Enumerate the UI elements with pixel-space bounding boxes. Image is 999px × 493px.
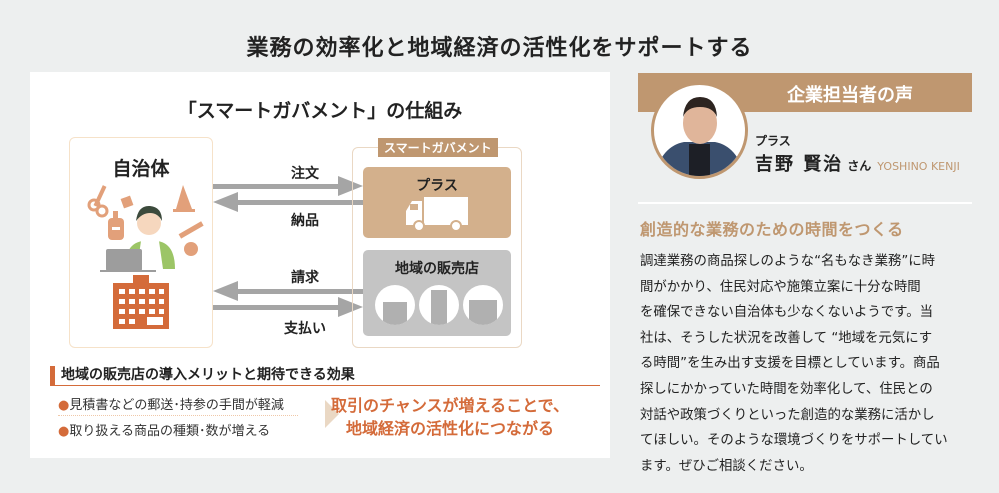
local-store-label: 地域の販売店 bbox=[395, 261, 479, 277]
body-line: 調達業務の商品探しのような“名もなき業務”に時 bbox=[640, 254, 936, 269]
merit-text: 見積書などの郵送･持参の手間が軽減 bbox=[69, 398, 284, 413]
merits-heading: 地域の販売店の導入メリットと期待できる効果 bbox=[50, 366, 600, 386]
body-line: 探しにかかっていた時間を効率化して、住民との bbox=[640, 381, 933, 397]
body-line: 社は、そうした状況を改善して “地域を元気にす bbox=[640, 330, 933, 346]
voice-header-title: 企業担当者の声 bbox=[787, 85, 913, 106]
dotted-divider bbox=[58, 415, 298, 416]
government-label: 自治体 bbox=[112, 158, 170, 180]
invoice-arrow-left bbox=[213, 281, 363, 301]
body-line: 間がかかり、住民対応や施策立案に十分な時間 bbox=[640, 279, 921, 295]
office-worker-illustration-icon bbox=[87, 185, 204, 272]
smart-government-diagram-panel: 「スマートガバメント」の仕組み 自治体 注文 納品 請求 支払い スマートガバメ… bbox=[30, 72, 610, 458]
result-statement: 取引のチャンスが増えることで、 地域経済の活性化につながる bbox=[330, 394, 570, 440]
store-buildings-icon bbox=[375, 285, 503, 325]
merit-bullet-item: ●見積書などの郵送･持参の手間が軽減 bbox=[58, 394, 284, 413]
avatar bbox=[651, 82, 748, 179]
government-box: 自治体 bbox=[69, 137, 213, 348]
person-photo-icon bbox=[654, 97, 745, 176]
payment-label: 支払い bbox=[284, 321, 326, 337]
delivery-label: 納品 bbox=[291, 213, 319, 229]
company-name: プラス bbox=[755, 134, 791, 148]
body-line: を確保できない自治体も少なくないようです。当 bbox=[640, 305, 933, 321]
plus-label: プラス bbox=[416, 178, 458, 194]
section-divider bbox=[638, 202, 972, 204]
order-label: 注文 bbox=[291, 166, 319, 182]
payment-arrow-right bbox=[213, 297, 363, 317]
result-line: 取引のチャンスが増えることで、 bbox=[331, 396, 569, 415]
page-title: 業務の効率化と地域経済の活性化をサポートする bbox=[246, 36, 753, 61]
invoice-label: 請求 bbox=[291, 270, 319, 286]
person-name-romaji: YOSHINO KENJI bbox=[877, 160, 960, 173]
delivery-arrow-left bbox=[213, 192, 363, 212]
local-store-box: 地域の販売店 bbox=[363, 250, 511, 336]
honorific: さん bbox=[847, 159, 872, 173]
smart-government-box: スマートガバメント プラス 地域の販売店 bbox=[352, 138, 522, 348]
smart-government-tab-label: スマートガバメント bbox=[378, 138, 498, 157]
body-line: てほしい。そのような環境づくりをサポートしてい bbox=[640, 433, 948, 449]
body-line: ます。ぜひご相談ください。 bbox=[640, 458, 813, 474]
plus-company-box: プラス bbox=[363, 167, 511, 238]
delivery-truck-icon bbox=[406, 197, 468, 231]
person-name-kanji: 吉野 賢治 bbox=[755, 154, 844, 175]
diagram-subtitle: 「スマートガバメント」の仕組み bbox=[177, 100, 463, 122]
body-line: 対話や政策づくりといった創造的な業務に活かし bbox=[640, 407, 935, 423]
merit-bullet-item: ●取り扱える商品の種類･数が増える bbox=[58, 420, 270, 439]
bullet-dot-icon: ● bbox=[58, 424, 70, 439]
merit-text: 取り扱える商品の種類･数が増える bbox=[69, 424, 271, 439]
result-line: 地域経済の活性化につながる bbox=[345, 419, 554, 438]
voice-body-text: 調達業務の商品探しのような“名もなき業務”に時 間がかかり、住民対応や施策立案に… bbox=[640, 249, 980, 479]
voice-headline: 創造的な業務のための時間をつくる bbox=[640, 220, 904, 239]
body-line: る時間”を生み出す支援を目標としています。商品 bbox=[640, 356, 940, 372]
chevron-right-icon bbox=[325, 400, 339, 428]
order-arrow-right bbox=[213, 176, 363, 196]
bullet-dot-icon: ● bbox=[58, 398, 70, 413]
city-hall-building-icon bbox=[113, 275, 169, 329]
person-name: 吉野 賢治さん YOSHINO KENJI bbox=[755, 150, 960, 176]
